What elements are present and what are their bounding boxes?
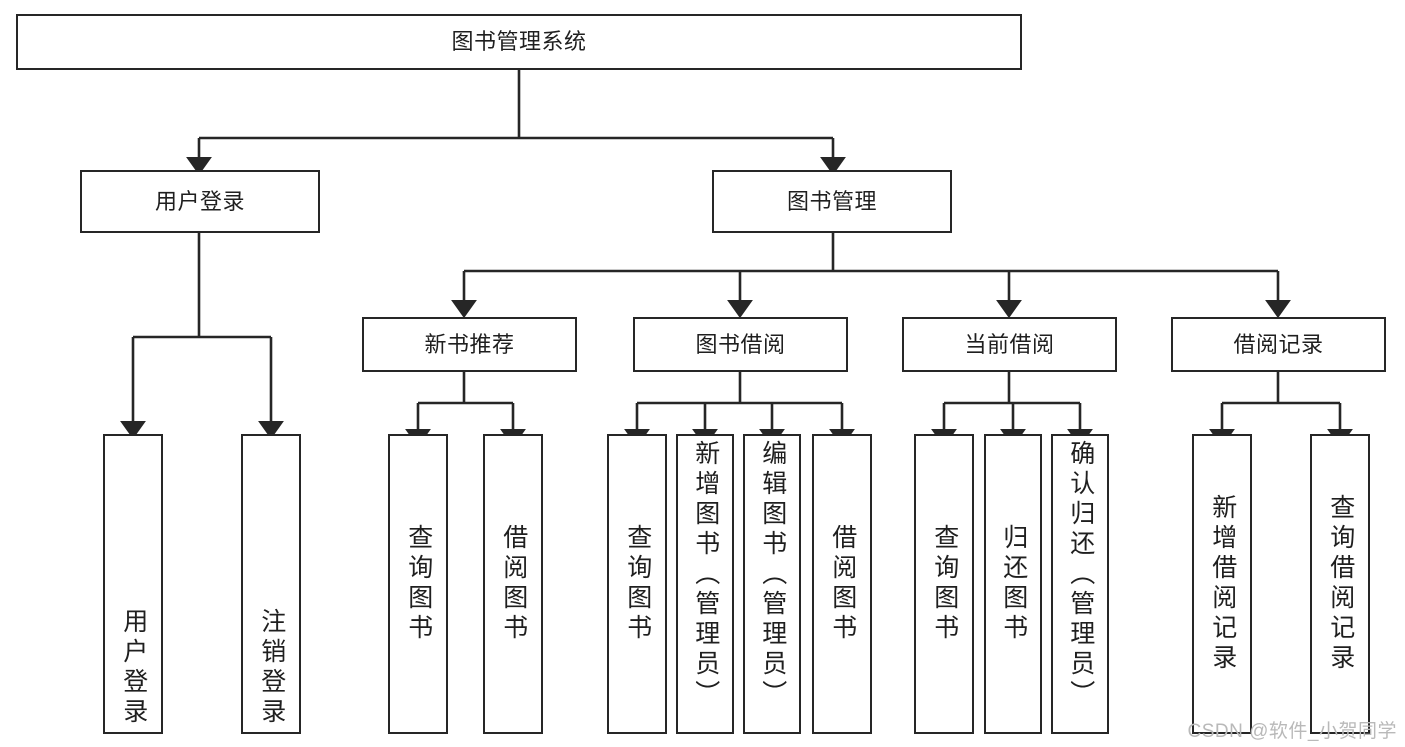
leaf-label: 用户登录 <box>119 608 148 728</box>
leaf-label: 借阅图书 <box>828 524 857 644</box>
leaf-borrow-books-newbook[interactable]: 借阅图书 <box>483 434 543 734</box>
watermark-text: CSDN @软件_小贺同学 <box>1187 721 1397 742</box>
leaf-label: 查询图书 <box>404 524 433 644</box>
leaf-borrow-books-borrow[interactable]: 借阅图书 <box>812 434 872 734</box>
node-label: 图书管理系统 <box>451 29 587 55</box>
leaf-label: 查询图书 <box>930 524 959 644</box>
leaf-edit-book-admin[interactable]: 编辑图书（管理员） <box>743 434 801 734</box>
leaf-user-login[interactable]: 用户登录 <box>103 434 163 734</box>
node-label: 图书管理 <box>786 188 877 214</box>
leaf-label: 新增图书（管理员） <box>691 440 720 710</box>
node-book-borrow[interactable]: 图书借阅 <box>633 317 848 372</box>
leaf-add-borrow-record[interactable]: 新增借阅记录 <box>1192 434 1252 734</box>
node-label: 图书借阅 <box>695 331 786 357</box>
leaf-label: 新增借阅记录 <box>1208 494 1237 674</box>
node-current-borrow[interactable]: 当前借阅 <box>902 317 1117 372</box>
leaf-query-books-newbook[interactable]: 查询图书 <box>388 434 448 734</box>
node-label: 当前借阅 <box>964 331 1055 357</box>
leaf-query-books-current[interactable]: 查询图书 <box>914 434 974 734</box>
leaf-return-books[interactable]: 归还图书 <box>984 434 1042 734</box>
node-new-book-recommend[interactable]: 新书推荐 <box>362 317 577 372</box>
leaf-logout[interactable]: 注销登录 <box>241 434 301 734</box>
leaf-label: 确认归还（管理员） <box>1066 440 1095 710</box>
leaf-query-borrow-record[interactable]: 查询借阅记录 <box>1310 434 1370 734</box>
node-root-book-management-system[interactable]: 图书管理系统 <box>16 14 1022 70</box>
node-label: 新书推荐 <box>424 331 515 357</box>
node-book-management[interactable]: 图书管理 <box>712 170 952 233</box>
leaf-label: 注销登录 <box>257 608 286 728</box>
leaf-label: 借阅图书 <box>499 524 528 644</box>
leaf-query-books-borrow[interactable]: 查询图书 <box>607 434 667 734</box>
leaf-label: 归还图书 <box>999 524 1028 644</box>
node-borrow-records[interactable]: 借阅记录 <box>1171 317 1386 372</box>
leaf-confirm-return-admin[interactable]: 确认归还（管理员） <box>1051 434 1109 734</box>
node-label: 用户登录 <box>154 188 245 214</box>
leaf-label: 编辑图书（管理员） <box>758 440 787 710</box>
leaf-label: 查询借阅记录 <box>1326 494 1355 674</box>
node-user-login[interactable]: 用户登录 <box>80 170 320 233</box>
leaf-label: 查询图书 <box>623 524 652 644</box>
node-label: 借阅记录 <box>1233 331 1324 357</box>
leaf-add-book-admin[interactable]: 新增图书（管理员） <box>676 434 734 734</box>
